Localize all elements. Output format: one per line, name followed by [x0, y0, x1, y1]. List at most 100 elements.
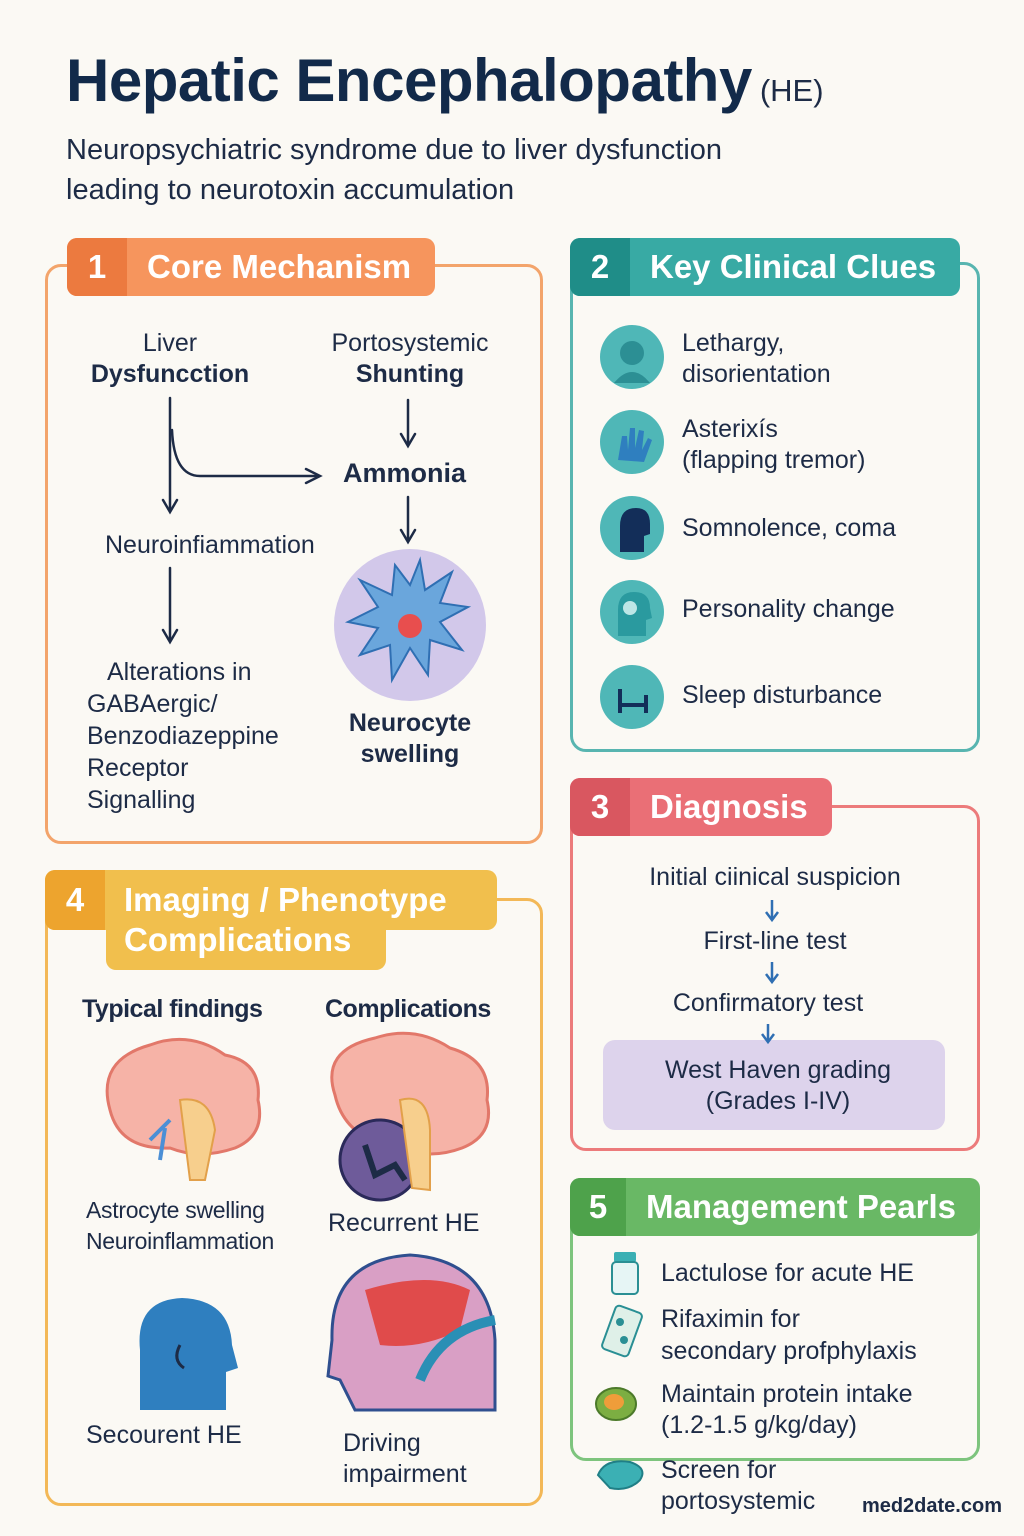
arrow-head [761, 1033, 775, 1045]
section-title: Core Mechanism [147, 248, 412, 285]
arrow-head [304, 467, 323, 485]
liver-brain-icon [326, 1253, 497, 1412]
diagnosis-header: 3 Diagnosis [570, 778, 832, 836]
section-title: Management Pearls [646, 1188, 956, 1225]
diagnosis-step-1: Initial ciinical suspicion [649, 863, 901, 891]
liver-screen-icon [596, 1460, 644, 1490]
node-line: Dysfuncction [90, 360, 250, 388]
item-line: Maintain protein intake [661, 1380, 913, 1408]
node-line: Shunting [355, 360, 465, 388]
section-number: 3 [570, 778, 630, 836]
caption-line: Driving [343, 1429, 421, 1457]
typical-findings-caption: Astrocyte swelling Neuroinflammation [86, 1195, 274, 1257]
node-line: Receptor [87, 754, 189, 782]
arrow-head [765, 973, 779, 985]
subtitle-line-1: Neuropsychiatric syndrome due to liver d… [66, 134, 723, 166]
clue-item: Sleep disturbance [682, 681, 883, 709]
title-suffix: (HE) [759, 73, 824, 108]
management-item: Rifaximin for secondary profphylaxis [661, 1303, 917, 1367]
imaging-header-extension [106, 918, 386, 970]
management-item: Lactulose for acute HE [661, 1259, 914, 1287]
clue-line: Asterixís [682, 415, 778, 443]
lethargic-person-icon [600, 325, 664, 389]
subtitle-line-2: leading to neurotoxin accumulation [66, 174, 515, 206]
arrow-liver-to-ammonia [170, 428, 320, 478]
item-line: portosystemic [661, 1487, 816, 1515]
management-item: Screen for portosystemic [661, 1455, 815, 1517]
section-title-line-2: Complications [124, 921, 352, 958]
grading-line: (Grades I-IV) [705, 1087, 851, 1115]
food-plate-icon [595, 1387, 637, 1421]
caption-line: impairment [343, 1460, 467, 1488]
grading-line: West Haven grading [664, 1056, 892, 1084]
receptor-alterations-node: Alterations in GABAergic/ Benzodiazeppin… [87, 656, 279, 816]
item-line: Rifaximin for [661, 1305, 800, 1333]
head-profile-icon [139, 1298, 238, 1410]
section-title: Diagnosis [650, 788, 808, 825]
secourent-he-caption: Secourent HE [86, 1421, 242, 1449]
arrow-head [765, 911, 779, 923]
brain-icon [105, 1037, 262, 1181]
core-mechanism-panel [45, 264, 543, 844]
arrow-head [399, 432, 417, 449]
medicine-bottle-icon [611, 1252, 639, 1295]
clue-item: Lethargy, disorientation [682, 328, 831, 390]
page-subtitle: Neuropsychiatric syndrome due to liver d… [66, 130, 722, 210]
neurocyte-icon [334, 549, 486, 701]
arrow-head [161, 498, 179, 515]
section-title: Key Clinical Clues [650, 248, 937, 285]
liver-dysfunction-node: Liver Dysfuncction [70, 328, 270, 390]
recurrent-he-caption: Recurrent HE [328, 1209, 480, 1237]
arrow-head [161, 628, 179, 645]
node-line: Alterations in [107, 658, 252, 686]
management-header: 5 Management Pearls [570, 1178, 980, 1236]
section-number: 1 [67, 238, 127, 296]
core-mechanism-header: 1 Core Mechanism [67, 238, 436, 296]
west-haven-grading: West Haven grading (Grades I-IV) [603, 1055, 953, 1117]
node-line: Benzodiazeppine [87, 722, 279, 750]
clue-line: (flаpping tremor) [682, 446, 866, 474]
diagnosis-step-2: First-line test [703, 927, 847, 955]
node-line: GABAergic/ [87, 690, 218, 718]
west-haven-box [603, 1040, 945, 1130]
clue-item: Asterixís (flаpping tremor) [682, 414, 865, 476]
section-number: 2 [570, 238, 630, 296]
page-title: Hepatic Encephalopathy(HE) [66, 46, 824, 115]
title-main: Hepatic Encephalopathy [66, 47, 752, 114]
item-line: Screen for [661, 1456, 777, 1484]
bed-icon [600, 665, 664, 729]
node-line: Liver [142, 329, 198, 357]
pill-pack-icon [601, 1304, 643, 1358]
head-silhouette-icon [600, 496, 664, 560]
section-number: 5 [570, 1178, 627, 1236]
node-line: Neurocyte [348, 709, 472, 737]
management-item: Maintain protein intake (1.2-1.5 g/kg/da… [661, 1379, 913, 1441]
clue-line: Lethargy, [682, 329, 785, 357]
arrow-head [399, 528, 417, 545]
typical-findings-heading: Typical findings [82, 995, 263, 1023]
management-panel [570, 1203, 980, 1461]
diagnosis-step-3: Confirmatory test [672, 989, 864, 1017]
hand-tremor-icon [600, 410, 664, 474]
clue-item: Somnolence, coma [682, 514, 897, 542]
clue-item: Personality change [682, 595, 895, 623]
item-line: (1.2-1.5 g/kg/day) [661, 1411, 857, 1439]
personality-head-icon [600, 580, 664, 644]
clinical-clues-header: 2 Key Clinical Clues [570, 238, 961, 296]
section-title-line-1: Imaging / Phenotype [124, 881, 447, 918]
clue-line: disorientation [682, 360, 831, 388]
section-number: 4 [45, 870, 105, 930]
node-line: Portosystemic [331, 329, 489, 357]
node-line: Signalling [87, 786, 196, 814]
neuroinflammation-node: Neuroinfiammation [105, 531, 315, 559]
caption-line: Neuroinflammation [86, 1228, 274, 1254]
portosystemic-shunting-node: Portosystemic Shunting [300, 328, 520, 390]
node-line: swelling [360, 740, 460, 768]
complications-heading: Complications [325, 995, 491, 1023]
caption-line: Astrocyte swelling [86, 1197, 265, 1223]
driving-impairment-caption: Driving impairment [343, 1428, 467, 1490]
